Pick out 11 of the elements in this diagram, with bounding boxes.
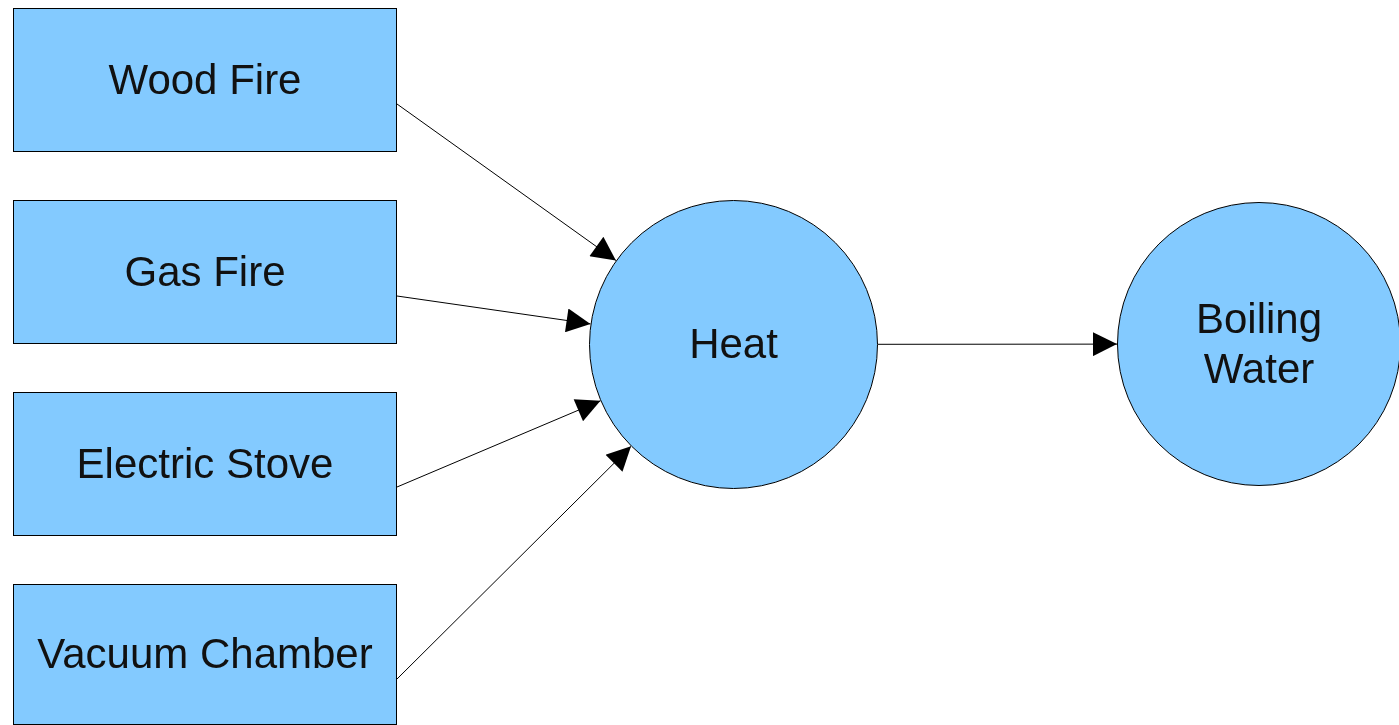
arrow bbox=[396, 399, 601, 488]
concept-circle: Heat bbox=[589, 200, 878, 489]
source-box: Gas Fire bbox=[13, 200, 397, 344]
source-box: Wood Fire bbox=[13, 8, 397, 152]
source-box: Electric Stove bbox=[13, 392, 397, 536]
arrow bbox=[396, 445, 632, 680]
arrow bbox=[396, 103, 617, 261]
source-box: Vacuum Chamber bbox=[13, 584, 397, 725]
arrow bbox=[396, 295, 591, 333]
concept-circle: Boiling Water bbox=[1117, 202, 1399, 486]
arrow bbox=[877, 332, 1118, 357]
